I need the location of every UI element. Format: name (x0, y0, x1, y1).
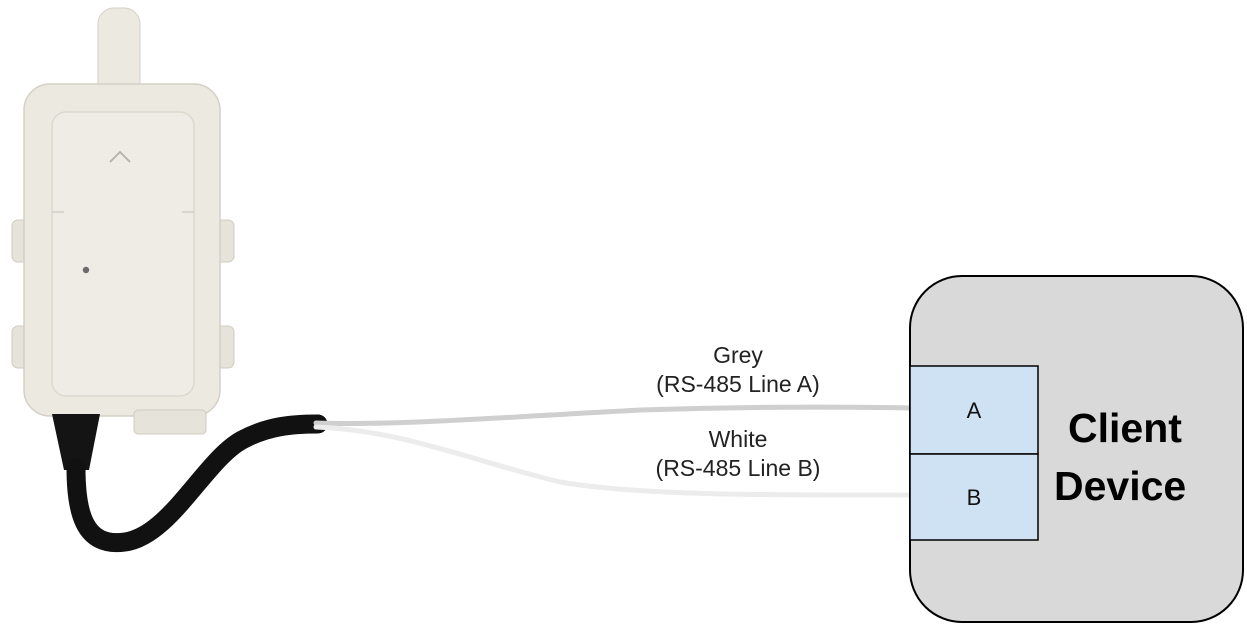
sensor-cable-gland (52, 414, 100, 470)
white-wire-signal: (RS-485 Line B) (655, 455, 821, 481)
grey-wire (313, 404, 915, 427)
client-device-title-line1: Client (1068, 405, 1182, 451)
port-b-box (909, 453, 1039, 541)
chevron-up-icon (109, 150, 131, 163)
sensor-cable (66, 414, 328, 553)
port-a-box (909, 365, 1039, 455)
sensor-face-panel (51, 111, 195, 397)
sensor-led-indicator (82, 266, 90, 274)
white-wire-name: White (708, 426, 768, 452)
sensor-device (11, 7, 235, 470)
white-wire (313, 424, 915, 498)
port-b-label: B (966, 485, 982, 510)
grey-wire-label: Grey (RS-485 Line A) (608, 341, 868, 399)
grey-wire-name: Grey (713, 342, 763, 368)
white-wire-label: White (RS-485 Line B) (608, 425, 868, 483)
client-device-title-line2: Device (1054, 463, 1187, 509)
port-a-label: A (966, 398, 982, 423)
grey-wire-signal: (RS-485 Line A) (656, 371, 820, 397)
sensor-bottom-connector (133, 409, 207, 435)
